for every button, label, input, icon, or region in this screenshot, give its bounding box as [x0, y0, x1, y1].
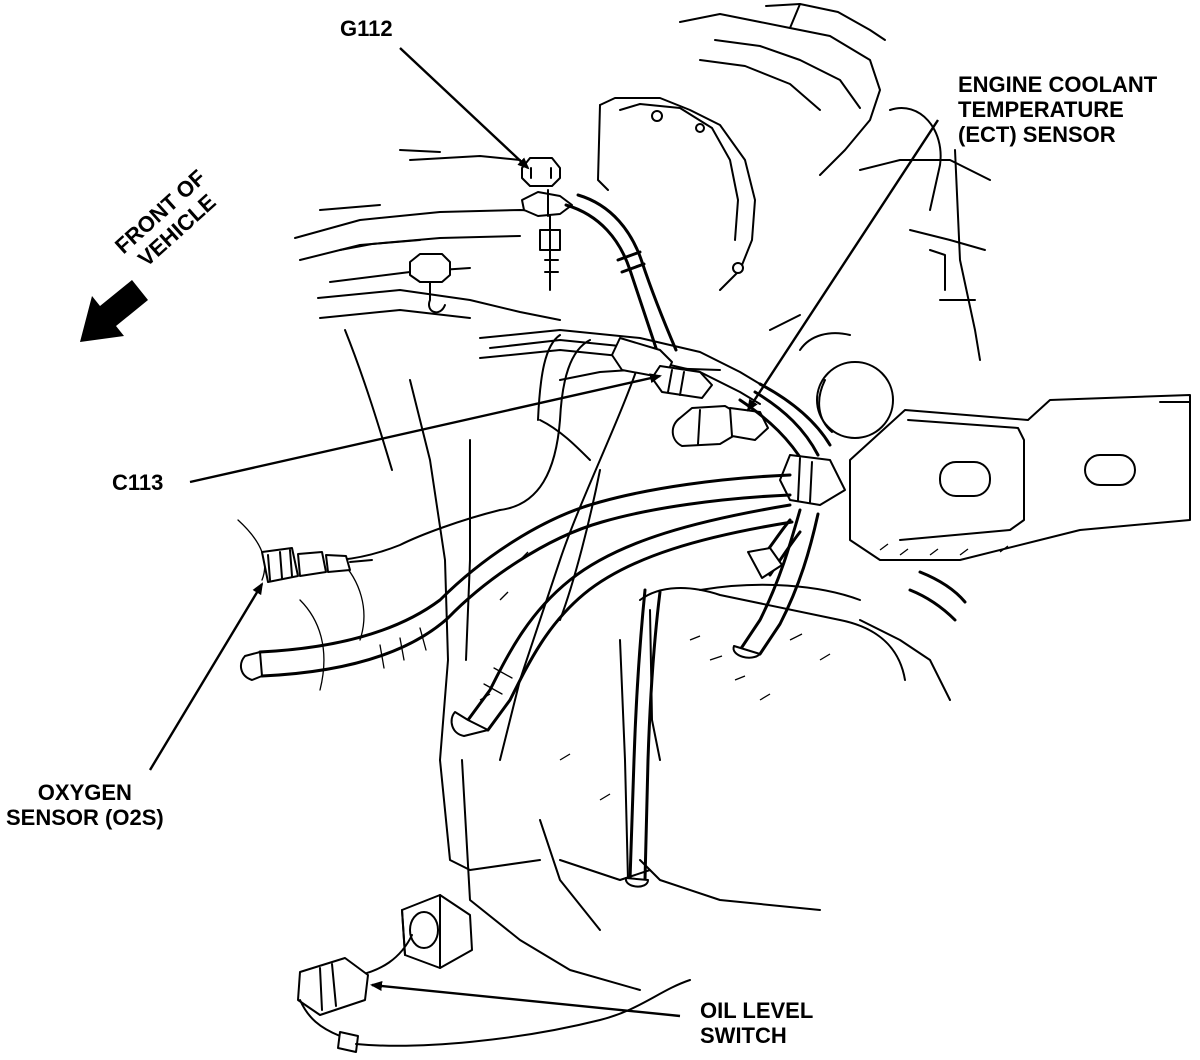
callout-leaders — [148, 47, 940, 1018]
g112-ground-stud — [521, 157, 573, 291]
g112-label: G112 — [340, 16, 393, 41]
c113-connector — [611, 337, 713, 399]
o2s-leader — [148, 582, 264, 771]
front-direction-arrow — [80, 280, 148, 342]
engine-block — [237, 3, 1191, 991]
ect-sensor-label-line-1: ENGINE COOLANT — [958, 72, 1158, 97]
c113-label: C113 — [112, 470, 164, 495]
oxygen-sensor-label: OXYGEN SENSOR (O2S) — [6, 780, 164, 830]
oxygen-sensor-label-line-1: OXYGEN — [37, 780, 132, 805]
oxygen-sensor-part — [261, 547, 373, 583]
ect-sensor — [671, 405, 769, 447]
oil-level-switch-part — [297, 894, 691, 1053]
oil-level-switch-label: OIL LEVEL SWITCH — [700, 998, 813, 1048]
oxygen-sensor-label-line-2: SENSOR (O2S) — [6, 805, 164, 830]
ect-leader — [746, 119, 940, 412]
ect-sensor-label-line-2: TEMPERATURE — [958, 97, 1124, 122]
c113-leader — [189, 373, 662, 484]
ect-sensor-label: ENGINE COOLANT TEMPERATURE (ECT) SENSOR — [958, 72, 1157, 147]
oil-level-switch-label-line-1: OIL LEVEL — [700, 998, 814, 1023]
wiring-harness — [239, 193, 967, 888]
g112-leader — [399, 47, 530, 170]
ect-sensor-label-line-3: (ECT) SENSOR — [958, 122, 1116, 147]
oil-level-switch-label-line-2: SWITCH — [700, 1023, 787, 1048]
casting-texture — [479, 543, 1009, 801]
oil-switch-leader — [370, 981, 681, 1018]
